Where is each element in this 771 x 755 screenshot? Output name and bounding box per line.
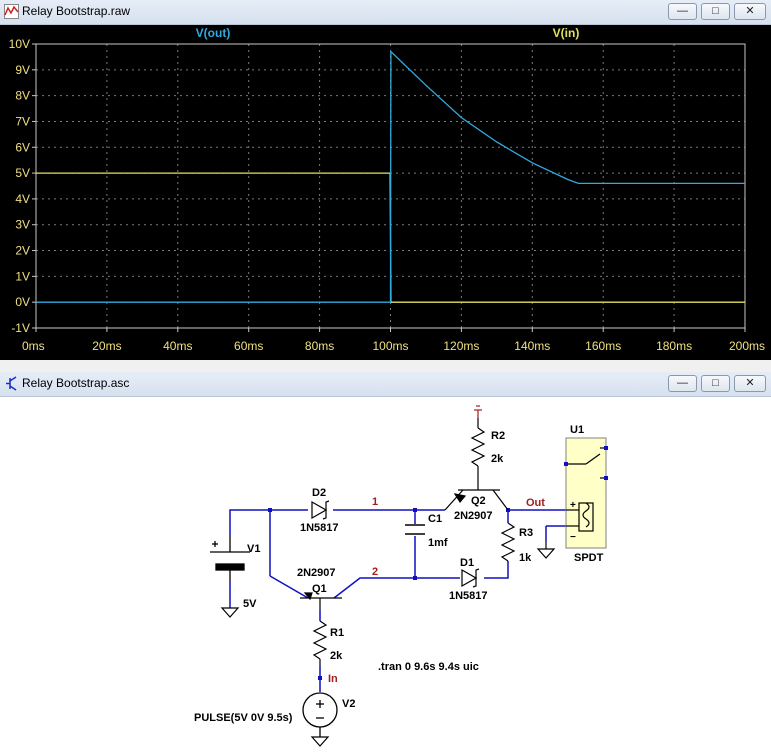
x-tick-label: 160ms [585,339,621,353]
ground-icon [536,541,556,559]
resistor-r1[interactable] [312,620,328,666]
waveform-window-titlebar[interactable]: Relay Bootstrap.raw — □ ✕ [0,0,771,25]
r3-value: 1k [519,552,532,564]
u1-ref: U1 [570,424,584,436]
resistor-r2[interactable] [470,418,486,476]
x-tick-label: 100ms [372,339,408,353]
waveform-icon [4,4,19,19]
transistor-q1[interactable] [300,592,342,610]
r1-ref: R1 [330,627,344,639]
v1-ref: V1 [247,543,260,555]
battery-v1[interactable] [210,536,250,581]
relay-plus-pin: + [570,500,576,511]
r1-value: 2k [330,650,343,662]
x-tick-label: 40ms [163,339,192,353]
transistor-q2[interactable] [444,476,509,511]
y-tick-label: 7V [15,114,30,128]
x-tick-label: 80ms [305,339,334,353]
schematic-window: Relay Bootstrap.asc — □ ✕ [0,372,771,755]
d1-value: 1N5817 [449,590,488,602]
v2-value: PULSE(5V 0V 9.5s) [194,712,293,724]
maximize-button[interactable]: □ [701,375,730,392]
net-label-in: In [328,673,338,685]
q1-ref: Q1 [312,583,327,595]
waveform-plot[interactable]: -1V 0V 1V 2V 3V 4V 5V 6V 7V 8V 9V 10V 0ms 20ms 40ms 60… [0,24,771,360]
x-tick-label: 20ms [92,339,121,353]
minimize-button[interactable]: — [668,3,697,20]
close-button[interactable]: ✕ [734,3,766,20]
capacitor-c1[interactable] [405,524,425,535]
ltspice-icon [6,376,17,391]
supply-rail-icon [474,405,482,418]
net-label-2: 2 [372,566,378,578]
x-tick-label: 200ms [729,339,765,353]
q2-ref: Q2 [471,495,486,507]
y-tick-label: 6V [15,140,30,154]
y-tick-label: 10V [9,37,30,51]
net-label-out: Out [526,497,545,509]
x-tick-label: 180ms [656,339,692,353]
plot-traces [36,50,745,303]
v2-ref: V2 [342,698,355,710]
v1-value: 5V [243,598,257,610]
minimize-button[interactable]: — [668,375,697,392]
r2-ref: R2 [491,430,505,442]
waveform-window-title: Relay Bootstrap.raw [22,4,131,18]
d2-value: 1N5817 [300,522,339,534]
legend-vin[interactable]: V(in) [553,26,580,40]
y-tick-label: 4V [15,192,30,206]
ground-icon [310,736,330,747]
y-tick-label: 1V [15,269,30,283]
schematic-canvas[interactable]: D2 1N5817 1 2 C1 1mf Q2 2N2907 [0,396,771,755]
y-tick-label: 2V [15,244,30,258]
relay-u1[interactable] [564,437,608,549]
d1-ref: D1 [460,557,474,569]
waveform-window: Relay Bootstrap.raw — □ ✕ -1V 0V 1V 2V 3V 4V 5… [0,0,771,360]
y-tick-label: 0V [15,295,30,309]
spice-directive[interactable]: .tran 0 9.6s 9.4s uic [378,661,479,673]
maximize-button[interactable]: □ [701,3,730,20]
x-tick-label: 140ms [514,339,550,353]
legend-vout[interactable]: V(out) [196,26,231,40]
schematic-window-title: Relay Bootstrap.asc [22,376,130,390]
diode-d1[interactable] [461,568,480,588]
x-tick-label: 120ms [443,339,479,353]
schematic-window-titlebar[interactable]: Relay Bootstrap.asc — □ ✕ [0,372,771,397]
x-tick-label: 0ms [22,339,45,353]
d2-ref: D2 [312,487,326,499]
c1-ref: C1 [428,513,442,525]
c1-value: 1mf [428,537,448,549]
x-axis-ticks: 0ms 20ms 40ms 60ms 80ms 100ms 120ms 140ms 160ms 1… [22,328,765,353]
diode-d2[interactable] [311,500,330,520]
r2-value: 2k [491,453,504,465]
y-tick-label: -1V [11,321,30,335]
relay-minus-pin: − [570,532,576,543]
y-tick-label: 8V [15,89,30,103]
u1-value: SPDT [574,552,604,564]
voltage-source-v2[interactable] [302,692,338,737]
trace-vout [36,50,745,303]
resistor-r3[interactable] [500,522,516,562]
q2-value: 2N2907 [454,510,493,522]
net-label-1: 1 [372,496,378,508]
r3-ref: R3 [519,527,533,539]
ground-icon [220,607,240,618]
q1-value: 2N2907 [297,567,336,579]
wires [229,509,570,692]
x-tick-label: 60ms [234,339,263,353]
close-button[interactable]: ✕ [734,375,766,392]
y-tick-label: 9V [15,63,30,77]
y-axis-ticks: -1V 0V 1V 2V 3V 4V 5V 6V 7V 8V 9V 10V [9,37,36,335]
y-tick-label: 3V [15,218,30,232]
y-tick-label: 5V [15,166,30,180]
